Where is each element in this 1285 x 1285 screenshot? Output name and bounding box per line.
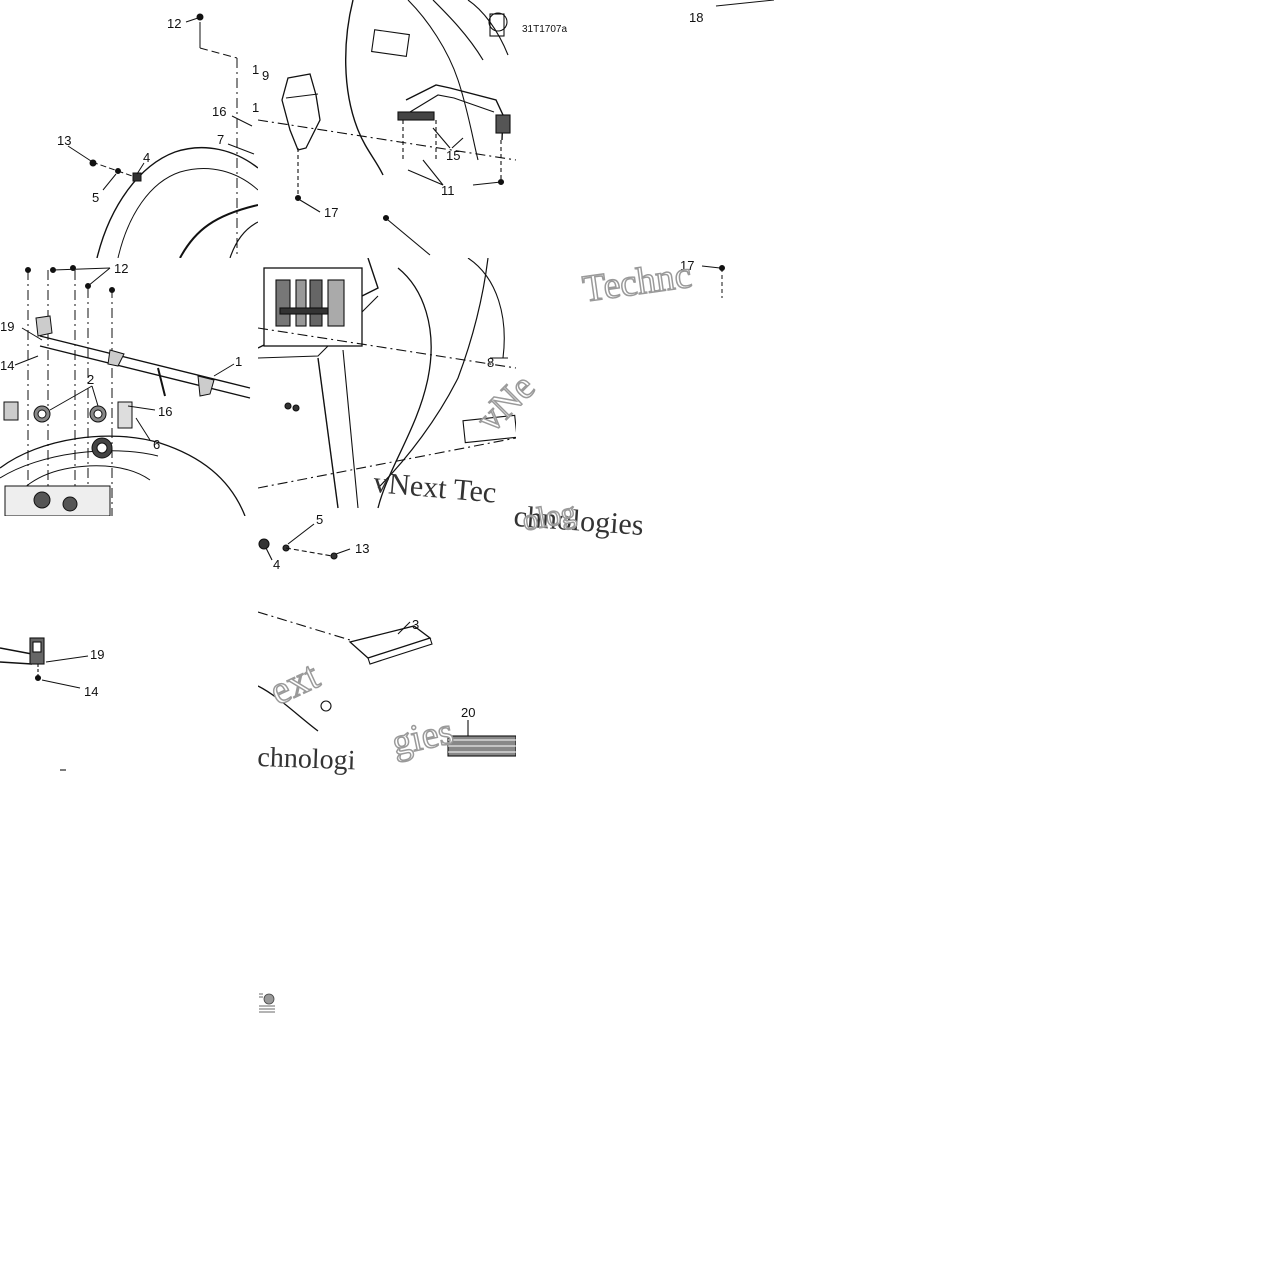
callout-part-number: 5 bbox=[92, 190, 100, 205]
console-body-drawing bbox=[258, 258, 516, 509]
callout-part-number: 1 bbox=[252, 62, 260, 77]
callout-part-number: 3 bbox=[412, 617, 420, 632]
callout-part-number: 12 bbox=[167, 16, 182, 31]
callout-part-number: 14 bbox=[0, 358, 15, 373]
callout-part-number: 1 bbox=[252, 100, 260, 115]
callout-part-number: 17 bbox=[324, 205, 339, 220]
bracket-drawing bbox=[0, 637, 89, 771]
frame-bar-drawing bbox=[0, 265, 251, 516]
callout-part-number: 19 bbox=[0, 319, 15, 334]
callout-part-number: 4 bbox=[143, 150, 151, 165]
callout-part-number: 20 bbox=[461, 705, 476, 720]
callout-part-number: 14 bbox=[84, 684, 99, 699]
callout-part-number: 8 bbox=[487, 355, 495, 370]
callout-part-number: 6 bbox=[153, 437, 161, 452]
callout-part-number: 9 bbox=[262, 68, 270, 83]
drawing-code: 31T1707a bbox=[522, 24, 568, 35]
callout-part-number: 4 bbox=[273, 557, 281, 572]
callout-part-number: 15 bbox=[446, 148, 461, 163]
watermark-text: chnologi bbox=[256, 742, 356, 777]
diagram-tile-lower-left bbox=[0, 516, 258, 774]
fender-drawing bbox=[67, 13, 258, 258]
callout-part-number: 13 bbox=[57, 133, 72, 148]
callout-part-number: 12 bbox=[114, 261, 129, 276]
diagram-tile-middle-right bbox=[516, 258, 774, 298]
fasteners-and-pad-drawing bbox=[258, 523, 516, 757]
diagram-tile-top-right bbox=[516, 0, 774, 14]
callout-part-number: 7 bbox=[217, 132, 225, 147]
callout-part-number: 11 bbox=[441, 183, 455, 198]
callout-part-number: 18 bbox=[689, 10, 704, 25]
diagram-tile-middle-left bbox=[0, 258, 258, 516]
diagram-tile-top-middle bbox=[258, 0, 516, 258]
callout-part-number: 19 bbox=[90, 647, 105, 662]
diagram-tile-center bbox=[258, 258, 516, 516]
seat-bracket-drawing bbox=[258, 0, 516, 256]
diagram-tile-top-left bbox=[0, 0, 258, 258]
edge-drawing bbox=[715, 0, 774, 7]
callout-part-number: 16 bbox=[212, 104, 227, 119]
callout-part-number: 2 bbox=[87, 372, 95, 387]
edge-drawing-2 bbox=[701, 265, 725, 298]
callout-part-number: 5 bbox=[316, 512, 324, 527]
callout-part-number: 13 bbox=[355, 541, 370, 556]
publisher-stamp-icon bbox=[259, 993, 275, 1013]
diagram-tile-lower-center bbox=[258, 516, 516, 774]
callout-part-number: 17 bbox=[680, 258, 695, 273]
callout-part-number: 16 bbox=[158, 404, 173, 419]
callout-part-number: 1 bbox=[235, 354, 243, 369]
